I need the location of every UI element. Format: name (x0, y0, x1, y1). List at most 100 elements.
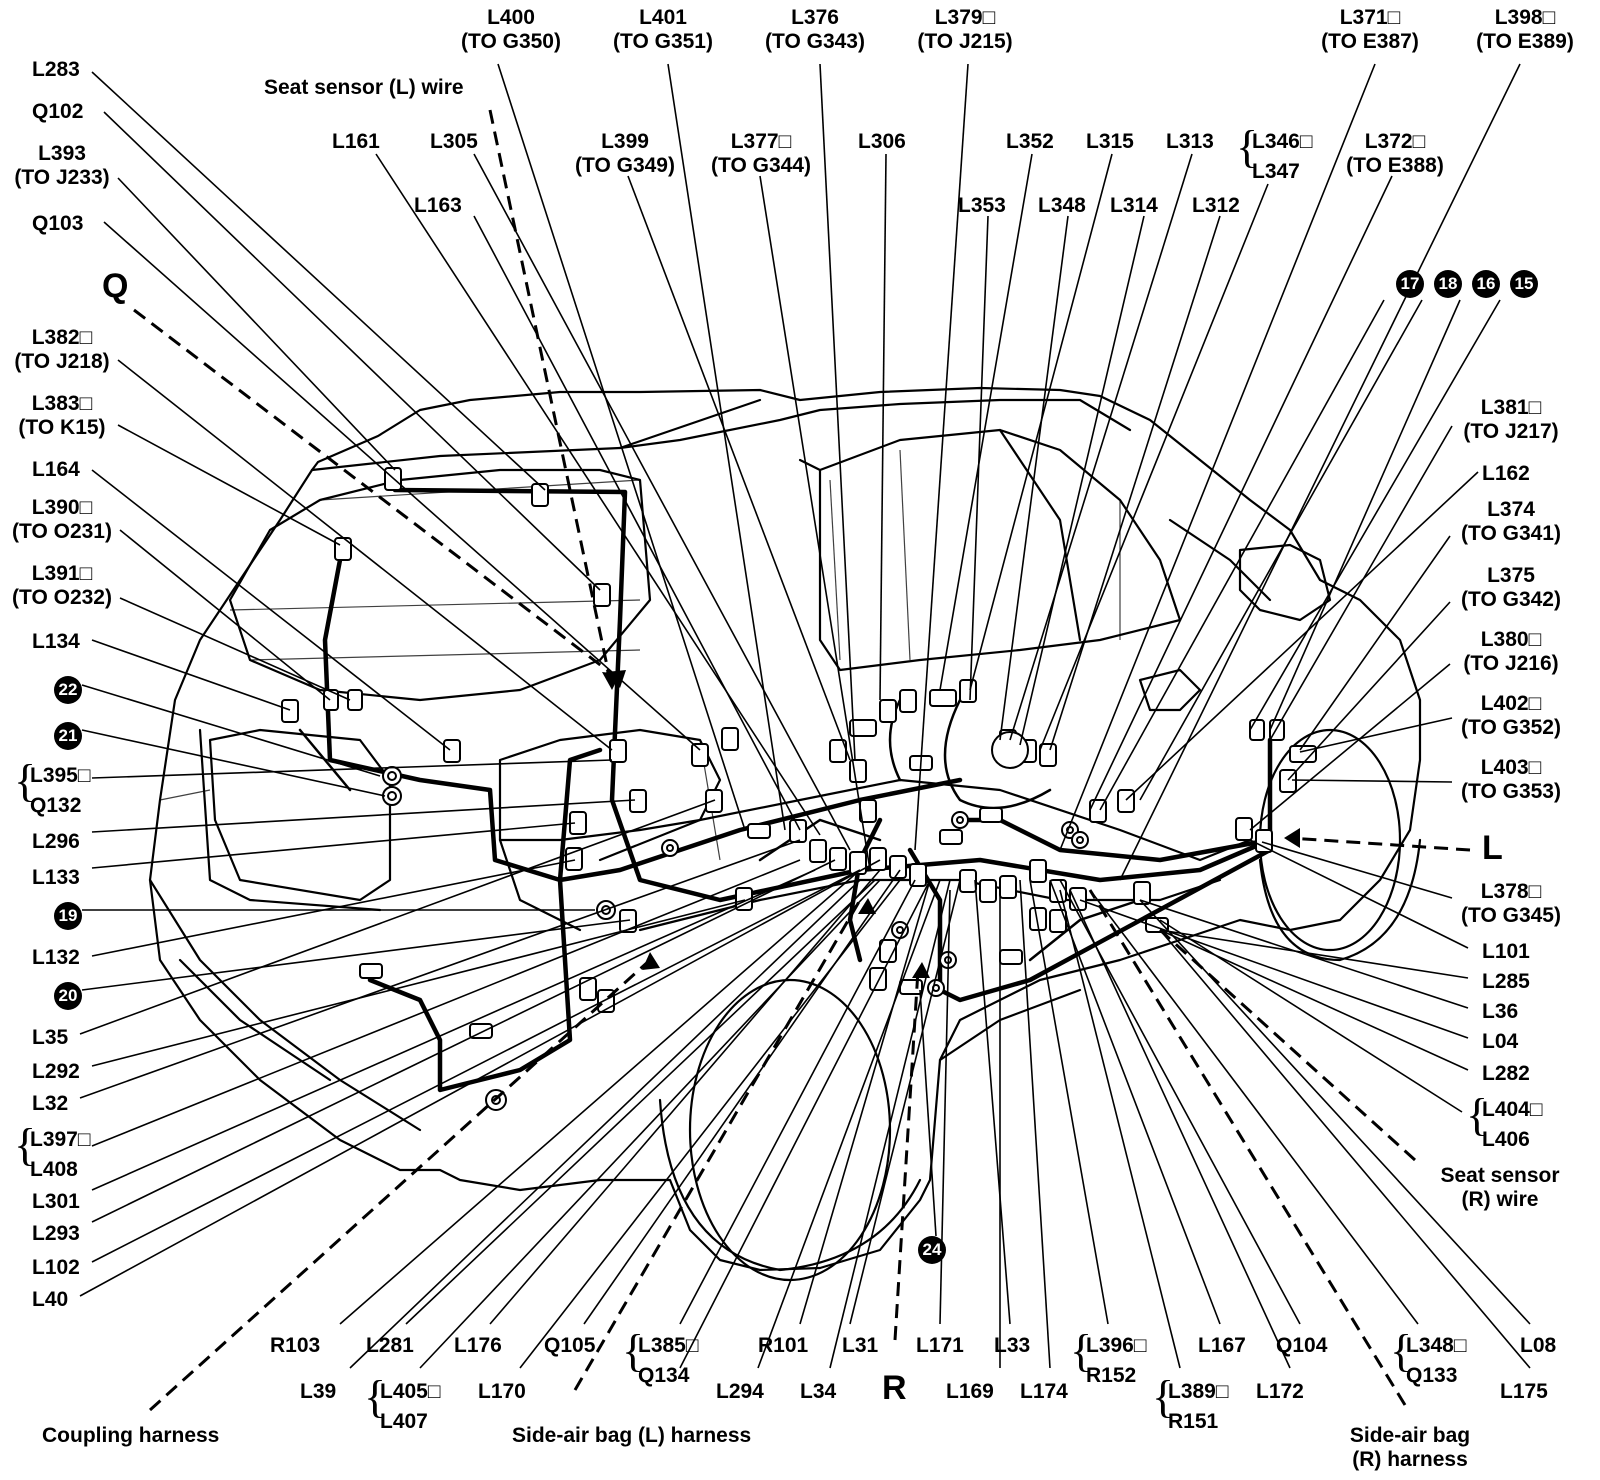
brace-l385: { (622, 1325, 645, 1376)
label-l348-bottom: L348□ (1406, 1334, 1467, 1357)
label-l312: L312 (1192, 194, 1240, 217)
label-l-view: L (1482, 829, 1503, 867)
label-l04: L04 (1482, 1030, 1519, 1053)
label-r152: R152 (1086, 1364, 1137, 1387)
label-l395: L395□ (30, 764, 91, 787)
label-side-air-bag-r: Side-air bag(R) harness (1349, 1424, 1471, 1471)
label-l306: L306 (858, 130, 906, 153)
label-l402: L402□(TO G352) (1461, 692, 1561, 739)
label-seat-sensor-r: Seat sensor(R) wire (1440, 1164, 1560, 1211)
brace-l346: { (1236, 121, 1259, 172)
label-l403: L403□(TO G353) (1461, 756, 1561, 803)
badge-17: 17 (1396, 270, 1424, 298)
connectors (281, 467, 1317, 1039)
label-q103: Q103 (32, 212, 84, 235)
label-l39: L39 (300, 1380, 337, 1403)
label-q102: Q102 (32, 100, 84, 123)
label-r151: R151 (1168, 1410, 1219, 1433)
label-l408: L408 (30, 1158, 78, 1181)
label-seat-sensor-l: Seat sensor (L) wire (264, 76, 464, 99)
label-l281: L281 (366, 1334, 414, 1357)
label-l393: L393(TO J233) (14, 142, 110, 189)
label-l398: L398□(TO E389) (1476, 6, 1574, 53)
label-l170: L170 (478, 1380, 526, 1403)
label-l376: L376(TO G343) (765, 6, 865, 53)
side-window (818, 428, 1182, 672)
label-l383: L383□(TO K15) (18, 392, 106, 439)
label-l293: L293 (32, 1222, 80, 1245)
label-l172: L172 (1256, 1380, 1304, 1403)
rear-window (228, 468, 652, 702)
label-l378: L378□(TO G345) (1461, 880, 1561, 927)
label-l371: L371□(TO E387) (1321, 6, 1419, 53)
brace-l404: { (1466, 1089, 1489, 1140)
label-l282: L282 (1482, 1062, 1530, 1085)
badge-18: 18 (1434, 270, 1462, 298)
label-l34: L34 (800, 1380, 837, 1403)
label-l346: L346□ (1252, 130, 1313, 153)
label-l133: L133 (32, 866, 80, 889)
label-r103: R103 (270, 1334, 321, 1357)
label-l36: L36 (1482, 1000, 1519, 1023)
brace-l396: { (1070, 1325, 1093, 1376)
brace-l405: { (364, 1371, 387, 1422)
label-l380: L380□(TO J216) (1463, 628, 1559, 675)
label-l35: L35 (32, 1026, 69, 1049)
label-l315: L315 (1086, 130, 1134, 153)
label-l162: L162 (1482, 462, 1530, 485)
label-l389: L389□ (1168, 1380, 1229, 1403)
label-l176: L176 (454, 1334, 502, 1357)
label-l377: L377□(TO G344) (711, 130, 811, 177)
label-l374: L374(TO G341) (1461, 498, 1561, 545)
label-l31: L31 (842, 1334, 879, 1357)
label-l381: L381□(TO J217) (1463, 396, 1559, 443)
label-l390: L390□(TO O231) (12, 496, 112, 543)
label-l08: L08 (1520, 1334, 1557, 1357)
label-l167: L167 (1198, 1334, 1246, 1357)
label-l401: L401(TO G351) (613, 6, 713, 53)
label-l305: L305 (430, 130, 478, 153)
label-q104: Q104 (1276, 1334, 1328, 1357)
label-l313: L313 (1166, 130, 1214, 153)
label-l385: L385□ (638, 1334, 699, 1357)
label-l296: L296 (32, 830, 80, 853)
label-l379: L379□(TO J215) (917, 6, 1013, 53)
label-q105: Q105 (544, 1334, 596, 1357)
grommets (382, 731, 1089, 1111)
body-silhouette (148, 386, 1422, 1272)
label-l292: L292 (32, 1060, 80, 1083)
badge-15: 15 (1510, 270, 1538, 298)
badge-19: 19 (54, 902, 82, 930)
badge-20: 20 (54, 982, 82, 1010)
label-l372: L372□(TO E388) (1346, 130, 1444, 177)
label-l314: L314 (1110, 194, 1158, 217)
label-l347: L347 (1252, 160, 1300, 183)
leader-lines (79, 63, 1531, 1369)
badge-21: 21 (54, 722, 82, 750)
label-l400: L400(TO G350) (461, 6, 561, 53)
label-l294: L294 (716, 1380, 764, 1403)
label-l164: L164 (32, 458, 80, 481)
brace-l397: { (14, 1119, 37, 1170)
label-l132: L132 (32, 946, 80, 969)
label-l396: L396□ (1086, 1334, 1147, 1357)
label-l353: L353 (958, 194, 1006, 217)
label-l285: L285 (1482, 970, 1530, 993)
label-l391: L391□(TO O232) (12, 562, 112, 609)
label-q132: Q132 (30, 794, 82, 817)
label-l174: L174 (1020, 1380, 1068, 1403)
label-l404: L404□ (1482, 1098, 1543, 1121)
label-r101: R101 (758, 1334, 809, 1357)
label-l352: L352 (1006, 130, 1054, 153)
arrow-heads (602, 670, 1300, 978)
brace-l389: { (1152, 1371, 1175, 1422)
label-l382: L382□(TO J218) (14, 326, 110, 373)
badge-22: 22 (54, 676, 82, 704)
label-q-view: Q (102, 267, 129, 305)
label-l169: L169 (946, 1380, 994, 1403)
label-coupling-harness: Coupling harness (42, 1424, 220, 1447)
label-side-air-bag-l: Side-air bag (L) harness (512, 1424, 752, 1447)
badge-16: 16 (1472, 270, 1500, 298)
